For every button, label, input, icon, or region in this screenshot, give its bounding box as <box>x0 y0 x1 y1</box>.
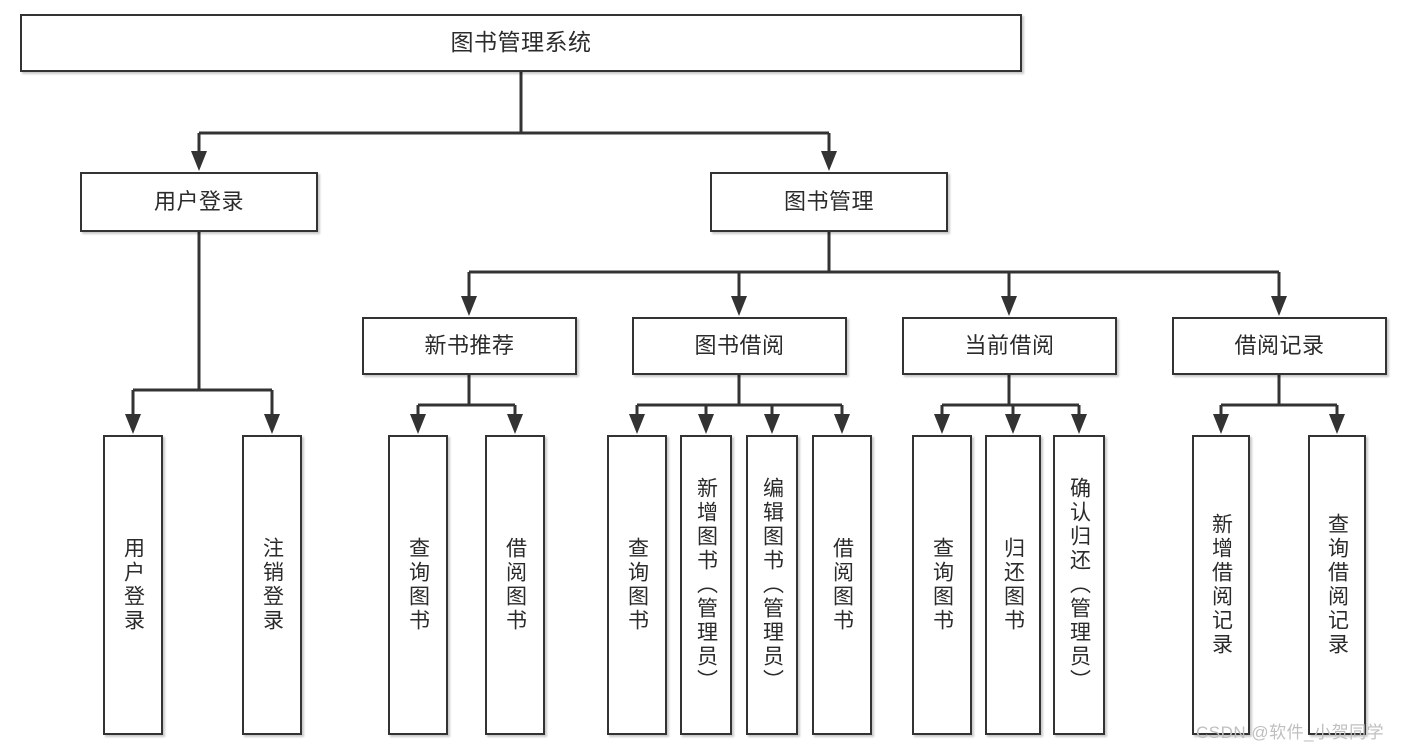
node-leaf-query-record[interactable]: 查询借阅记录 <box>1308 435 1366 735</box>
node-label-leaf-query-book-3: 查询图书 <box>930 537 954 633</box>
node-leaf-edit-book[interactable]: 编辑图书（管理员） <box>746 435 798 735</box>
node-current-borrow[interactable]: 当前借阅 <box>902 317 1117 375</box>
node-label-new-book-rec: 新书推荐 <box>424 333 515 359</box>
node-root[interactable]: 图书管理系统 <box>20 14 1022 72</box>
node-label-root: 图书管理系统 <box>450 29 592 56</box>
node-new-book-rec[interactable]: 新书推荐 <box>362 317 577 375</box>
node-user-login[interactable]: 用户登录 <box>80 172 318 232</box>
node-label-leaf-add-book: 新增图书（管理员） <box>694 477 718 693</box>
node-leaf-borrow-book-2[interactable]: 借阅图书 <box>812 435 872 735</box>
node-label-leaf-return-book: 归还图书 <box>1001 537 1025 633</box>
node-label-leaf-add-record: 新增借阅记录 <box>1209 513 1233 657</box>
node-leaf-add-record[interactable]: 新增借阅记录 <box>1192 435 1250 735</box>
node-leaf-return-book[interactable]: 归还图书 <box>985 435 1041 735</box>
node-leaf-borrow-book-1[interactable]: 借阅图书 <box>485 435 545 735</box>
node-leaf-query-book-1[interactable]: 查询图书 <box>388 435 448 735</box>
node-book-manage[interactable]: 图书管理 <box>710 172 948 232</box>
node-label-book-borrow: 图书借阅 <box>694 333 785 359</box>
node-leaf-user-login[interactable]: 用户登录 <box>103 435 163 735</box>
node-leaf-user-logout[interactable]: 注销登录 <box>242 435 302 735</box>
node-label-leaf-borrow-book-1: 借阅图书 <box>503 537 527 633</box>
node-label-leaf-borrow-book-2: 借阅图书 <box>830 537 854 633</box>
node-borrow-record[interactable]: 借阅记录 <box>1172 317 1387 375</box>
node-label-leaf-user-login: 用户登录 <box>121 537 145 633</box>
node-label-leaf-query-book-1: 查询图书 <box>406 537 430 633</box>
node-label-leaf-query-record: 查询借阅记录 <box>1325 513 1349 657</box>
connector-group <box>125 72 1345 434</box>
node-label-leaf-edit-book: 编辑图书（管理员） <box>760 477 784 693</box>
watermark-label: CSDN @软件_小贺同学 <box>1196 723 1385 742</box>
node-leaf-query-book-3[interactable]: 查询图书 <box>912 435 972 735</box>
node-label-borrow-record: 借阅记录 <box>1234 333 1325 359</box>
node-leaf-add-book[interactable]: 新增图书（管理员） <box>680 435 732 735</box>
node-label-book-manage: 图书管理 <box>783 189 874 215</box>
node-label-leaf-confirm-return: 确认归还（管理员） <box>1067 477 1091 693</box>
node-label-user-login: 用户登录 <box>153 189 244 215</box>
node-leaf-confirm-return[interactable]: 确认归还（管理员） <box>1053 435 1105 735</box>
node-label-leaf-user-logout: 注销登录 <box>260 537 284 633</box>
node-label-current-borrow: 当前借阅 <box>964 333 1055 359</box>
node-leaf-query-book-2[interactable]: 查询图书 <box>607 435 667 735</box>
node-book-borrow[interactable]: 图书借阅 <box>632 317 847 375</box>
node-label-leaf-query-book-2: 查询图书 <box>625 537 649 633</box>
